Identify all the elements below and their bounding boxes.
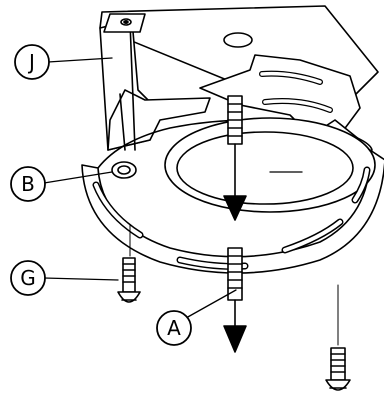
- callout-j: J: [14, 44, 50, 80]
- left-mounting-tab: [103, 13, 146, 33]
- down-arrow-icon: [223, 195, 247, 221]
- down-arrow-icon: [223, 325, 247, 353]
- right-screw: [325, 284, 351, 391]
- callout-b: B: [10, 166, 46, 202]
- callout-label: J: [27, 50, 35, 74]
- callout-label: A: [167, 316, 181, 340]
- callout-a: A: [156, 310, 192, 346]
- callout-label: G: [20, 266, 36, 290]
- leader-lines: [43, 57, 303, 319]
- upper-threaded-stud: [223, 95, 247, 221]
- ring-plate: [81, 117, 384, 274]
- callout-g: G: [10, 260, 46, 296]
- left-screw: [117, 224, 141, 303]
- callout-label: B: [21, 172, 35, 196]
- lower-threaded-stud: [223, 247, 247, 353]
